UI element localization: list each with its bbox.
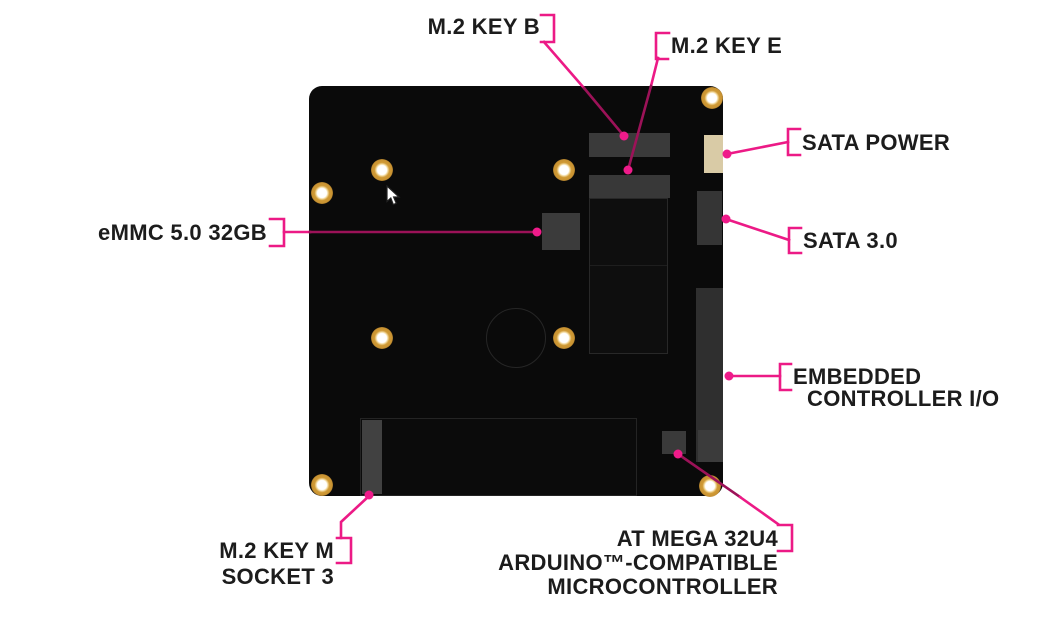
label-m2-key-b: M.2 KEY B [427,14,540,39]
mounting-hole [311,474,333,496]
label-sata-3-0: SATA 3.0 [803,228,898,253]
label-line: M.2 KEY M [219,538,334,563]
label-m2-key-e: M.2 KEY E [671,33,783,58]
mounting-hole [311,182,333,204]
label-line: AT MEGA 32U4 [616,526,778,551]
sata-power-connector [704,135,723,173]
callout-line-m2-key-m [335,490,374,565]
m2-key-e-connector [589,175,670,198]
label-atmega-32u4: AT MEGA 32U4 ARDUINO™-COMPATIBLE MICROCO… [498,527,778,599]
callout-line-sata-3-0 [721,214,803,255]
sata-3-0-connector [697,191,722,245]
m2-key-b-connector [589,133,670,157]
atmega-32u4-chip [662,431,686,454]
label-m2-key-m-socket-3: M.2 KEY M SOCKET 3 [219,538,334,590]
callout-line-sata-power [722,127,802,159]
label-sata-power: SATA POWER [802,130,951,155]
emmc-chip [542,213,580,250]
m2-slot-divider [590,265,667,266]
mounting-hole [371,159,393,181]
embedded-controller-io-connector-lower [698,430,723,462]
mouse-cursor-icon [386,185,401,206]
label-line: EMBEDDED [793,364,922,389]
m2-key-m-socket [360,418,637,496]
mounting-hole [371,327,393,349]
mounting-hole [553,159,575,181]
round-pad-outline [486,308,546,368]
m2-slot [589,198,668,354]
label-embedded-controller-io: EMBEDDED CONTROLLER I/O [793,366,999,410]
m2-key-m-socket-strip [362,420,382,494]
label-line: ARDUINO™-COMPATIBLE [498,550,778,575]
callout-line-embedded-controller-io [724,362,793,392]
circuit-board [309,86,723,497]
mounting-hole [699,475,721,497]
label-line: CONTROLLER I/O [807,386,1000,411]
label-emmc: eMMC 5.0 32GB [98,220,267,245]
mounting-hole [701,87,723,109]
label-line: SOCKET 3 [221,564,334,589]
mounting-hole [553,327,575,349]
label-line: MICROCONTROLLER [547,574,778,599]
